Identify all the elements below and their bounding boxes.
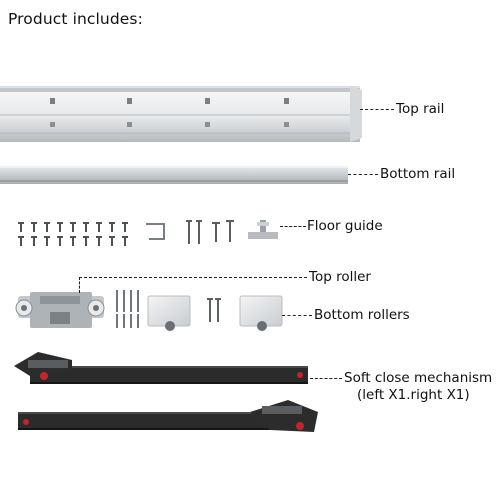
label-floor-guide: Floor guide: [306, 218, 383, 234]
top-roller-leader: [79, 277, 307, 278]
bottom-roller-right-image: [239, 295, 283, 331]
top-rail-leader: [360, 109, 394, 110]
floor-guide-leader: [280, 226, 306, 227]
top-roller-leader-vertical: [79, 277, 80, 293]
allen-key-image: [146, 223, 165, 240]
bottom-rollers-leader: [282, 315, 312, 316]
bottom-roller-left-image: [147, 295, 191, 331]
soft-close-left-image: [14, 352, 308, 384]
bottom-rail-leader: [348, 174, 378, 175]
long-screws-image: [186, 220, 234, 244]
label-soft-close-sub: (left X1.right X1): [356, 387, 470, 403]
floor-guide-image: [248, 220, 278, 239]
roller-bolts-image: [116, 290, 139, 328]
top-rail-image: [0, 86, 362, 142]
label-top-roller: Top roller: [308, 269, 371, 285]
soft-close-right-image: [18, 400, 318, 432]
label-soft-close: Soft close mechanism: [343, 370, 493, 386]
screws-image: [18, 222, 128, 246]
label-bottom-rollers: Bottom rollers: [313, 307, 410, 323]
soft-close-leader: [310, 378, 342, 379]
spacer-screws-image: [207, 298, 221, 322]
label-top-rail: Top rail: [395, 101, 445, 117]
bottom-rail-image: [0, 166, 348, 184]
label-bottom-rail: Bottom rail: [379, 166, 456, 182]
page-title: Product includes:: [8, 10, 143, 28]
top-roller-image: [15, 292, 105, 328]
